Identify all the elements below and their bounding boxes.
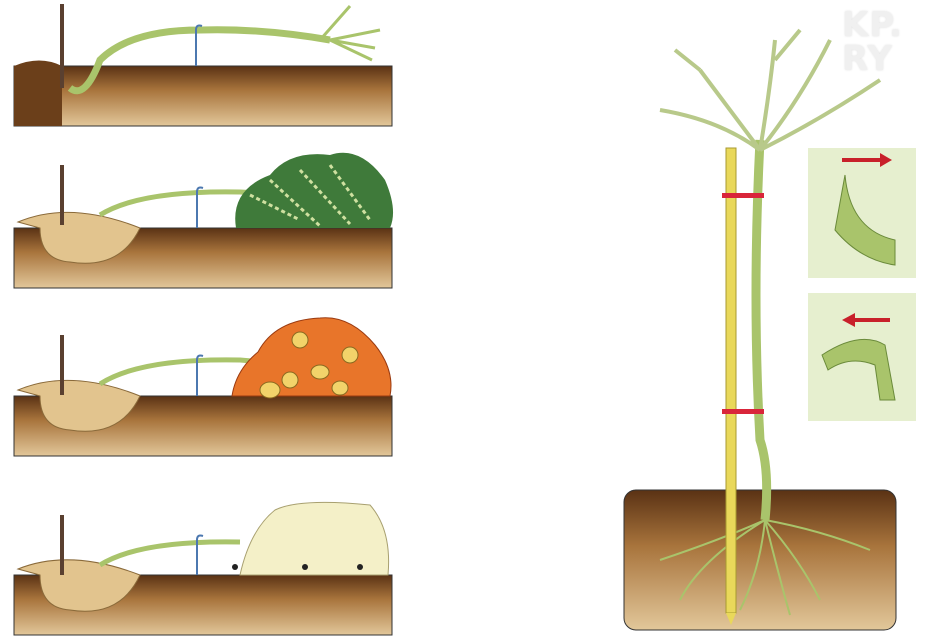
roots bbox=[659, 519, 871, 616]
bent-rose-stem bbox=[98, 189, 301, 218]
nonwoven-fabric-cover bbox=[239, 501, 390, 576]
support-stake bbox=[725, 147, 737, 614]
standard-rose-planting bbox=[623, 28, 916, 631]
arrow-right-icon bbox=[842, 153, 892, 167]
inset-bend-direction bbox=[808, 148, 916, 278]
kp-ru-watermark-logo: KP. RY bbox=[842, 8, 942, 76]
bent-rose-stem bbox=[98, 357, 301, 387]
stake bbox=[60, 4, 64, 88]
panel-step-2 bbox=[13, 152, 394, 289]
fallen-leaves-cover bbox=[231, 317, 392, 397]
rose-crown-branches bbox=[659, 28, 882, 152]
soil-mound bbox=[16, 559, 141, 612]
stake bbox=[60, 515, 64, 575]
stake bbox=[60, 165, 64, 225]
watermark-line1: KP. bbox=[842, 5, 903, 45]
panel-step-4 bbox=[13, 501, 393, 636]
wire-peg bbox=[195, 24, 203, 66]
wire-peg bbox=[196, 354, 204, 396]
watermark-line2: RY bbox=[842, 39, 893, 79]
panel-step-3 bbox=[13, 317, 393, 457]
soil-mound bbox=[16, 211, 141, 264]
rose-trunk bbox=[751, 139, 772, 521]
planting-soil bbox=[623, 489, 897, 631]
soil-strip bbox=[13, 65, 393, 127]
stake bbox=[60, 335, 64, 395]
bent-rose-stem bbox=[67, 26, 331, 95]
arrow-left-icon bbox=[842, 313, 890, 327]
inset-straighten-direction bbox=[808, 293, 916, 421]
tie-bottom bbox=[722, 409, 764, 414]
wire-peg bbox=[196, 534, 204, 575]
bent-rose-stem bbox=[98, 539, 241, 568]
soil-mound bbox=[16, 379, 141, 432]
panel-step-1 bbox=[13, 4, 393, 127]
spruce-branches-cover bbox=[235, 152, 394, 228]
wire-peg bbox=[196, 186, 204, 228]
tie-top bbox=[722, 193, 764, 198]
